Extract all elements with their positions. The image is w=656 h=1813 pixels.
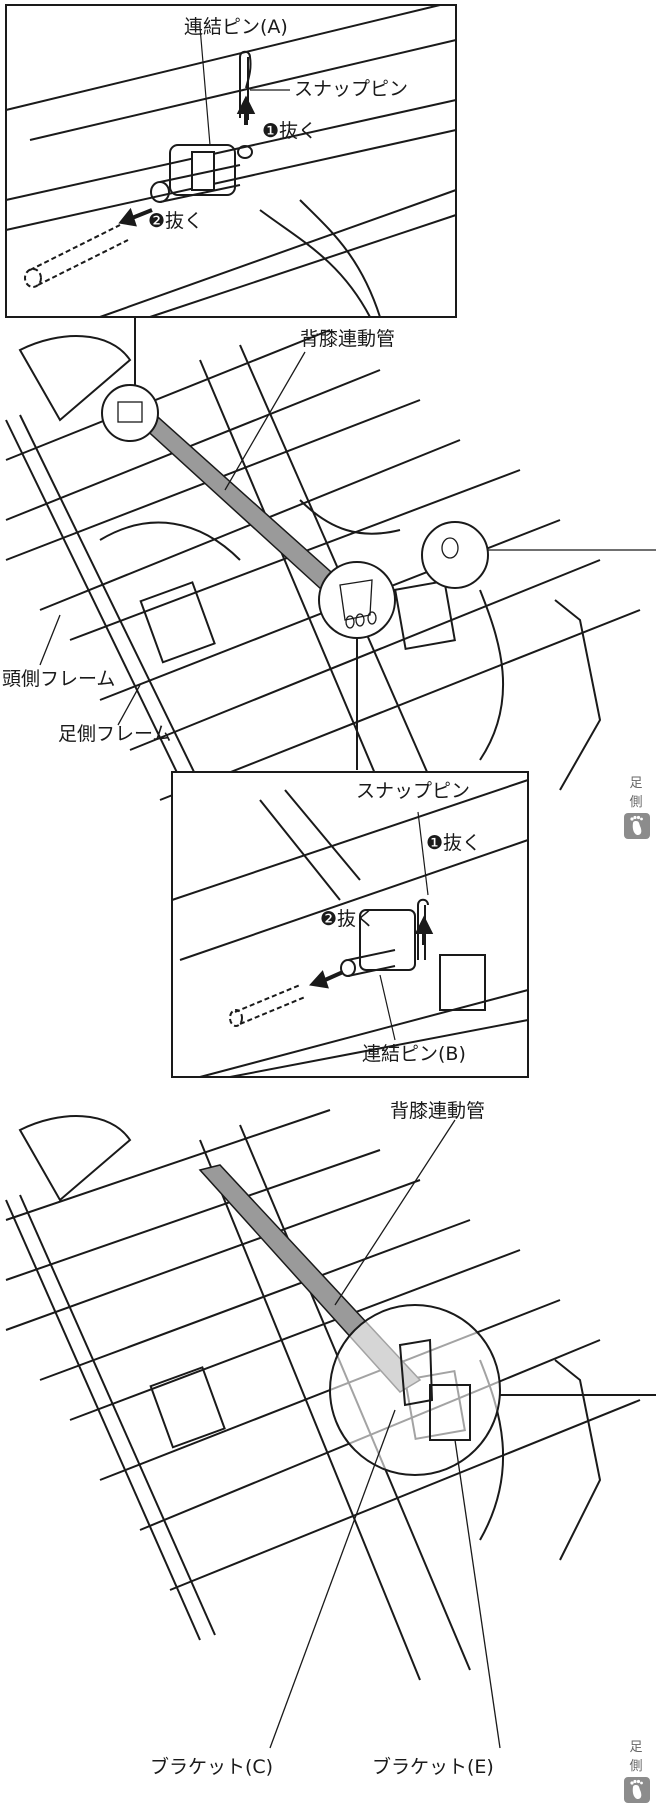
label-snap-pin-mid: スナップピン [356, 780, 471, 802]
label-pin-b: 連結ピン(B) [362, 1043, 466, 1065]
label-snap-pin-top: スナップピン [294, 78, 409, 100]
label-head-frame: 頭側フレーム [2, 668, 116, 690]
label-bracket-c: ブラケット(C) [150, 1756, 274, 1778]
foot-side-text: 足側 [629, 1740, 645, 1774]
label-step2-top: ❷抜く [148, 210, 204, 232]
inset-pin-b [171, 771, 529, 1078]
arrows-top [118, 95, 256, 227]
label-back-knee-tube-2: 背膝連動管 [390, 1100, 486, 1122]
label-step2-mid: ❷抜く [320, 908, 376, 930]
label-step1-mid: ❶抜く [426, 832, 482, 854]
label-foot-frame: 足側フレーム [58, 723, 172, 745]
foot-side-text: 足側 [629, 776, 645, 810]
label-step1-top: ❶抜く [262, 120, 318, 142]
foot-side-marker-1: 足側 [624, 772, 650, 839]
label-bracket-e: ブラケット(E) [372, 1756, 494, 1778]
foot-icon [624, 1777, 650, 1803]
foot-icon [624, 813, 650, 839]
inset-pin-a [5, 4, 457, 318]
label-pin-a: 連結ピン(A) [184, 16, 288, 38]
label-back-knee-tube-1: 背膝連動管 [300, 328, 396, 350]
frame-view-2 [5, 1109, 641, 1681]
foot-side-marker-2: 足側 [624, 1736, 650, 1803]
